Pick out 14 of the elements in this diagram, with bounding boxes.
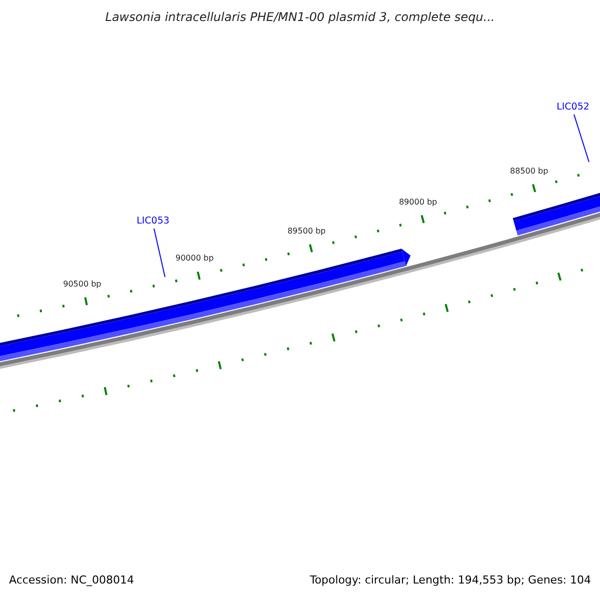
scale-label: 90000 bp: [176, 254, 214, 263]
diagram-title: Lawsonia intracellularis PHE/MN1-00 plasmid 3, complete sequ...: [105, 11, 495, 25]
gene-arrow: [0, 248, 411, 362]
scale-label: 89500 bp: [287, 226, 326, 236]
gene-label: LIC053: [136, 216, 170, 228]
accession-label: Accession: NC_008014: [9, 574, 134, 588]
gene-label: LIC052: [556, 102, 590, 114]
gene-arrow: [512, 192, 600, 236]
summary-label: Topology: circular; Length: 194,553 bp; Genes: 104: [310, 574, 591, 588]
leader-line: [574, 114, 590, 162]
leader-line: [154, 228, 166, 278]
scale-label: 88500 bp: [510, 166, 548, 176]
scale-label: 89000 bp: [398, 197, 438, 206]
scale-label: 90500 bp: [63, 279, 102, 288]
